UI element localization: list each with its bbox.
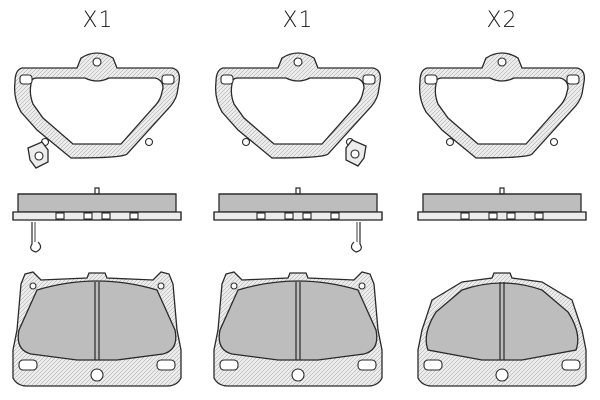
- clip-side-1: [30, 221, 42, 253]
- quantity-label-3: X2: [486, 8, 518, 33]
- backing-plate-top-view-1: [13, 52, 181, 159]
- column-1: [13, 52, 181, 159]
- side-profile-3: [417, 187, 587, 221]
- backing-plate-top-view-3: [418, 52, 586, 159]
- pad-front-view-1: [12, 271, 182, 387]
- clip-top-1: [27, 141, 49, 169]
- side-profile-1: [12, 187, 182, 221]
- quantity-label-2: X1: [282, 8, 314, 33]
- clip-top-2: [345, 139, 367, 167]
- clip-side-2: [350, 221, 362, 253]
- quantity-label-1: X1: [82, 8, 114, 33]
- column-3: [418, 52, 586, 159]
- pad-front-view-2: [213, 271, 383, 387]
- side-profile-2: [213, 187, 383, 221]
- pad-front-view-3: [417, 272, 587, 387]
